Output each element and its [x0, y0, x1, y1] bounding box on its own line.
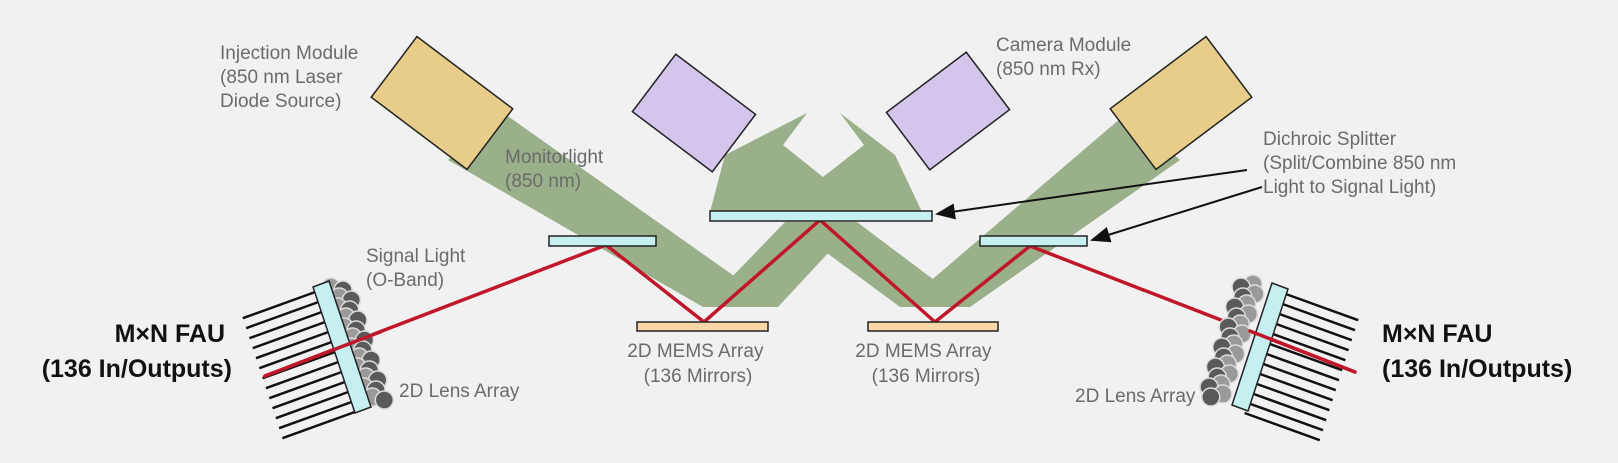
fau-left-title: M×N FAU (136 In/Outputs): [42, 320, 232, 383]
camera-label: Camera Module (850 nm Rx): [996, 35, 1136, 80]
camera-beam-fan: [710, 113, 922, 212]
mems-array-left: [636, 321, 769, 332]
dichroic-splitter-left: [548, 235, 657, 247]
fiber-line: [1269, 331, 1346, 362]
fiber-line: [255, 329, 332, 360]
dichroic-splitter-center: [709, 210, 933, 222]
fiber-line: [1266, 341, 1343, 372]
fiber-line: [1260, 361, 1337, 392]
mems-left-label: 2D MEMS Array (136 Mirrors): [627, 341, 768, 387]
dichroic-splitter-right: [979, 235, 1088, 247]
lens-array-left-label: 2D Lens Array: [399, 381, 520, 402]
fiber-line: [245, 299, 322, 330]
arrow-to-right-splitter: [1090, 186, 1263, 243]
mems-right-label: 2D MEMS Array (136 Mirrors): [855, 341, 996, 387]
fiber-line: [1272, 321, 1350, 352]
signal-end-right: [1248, 329, 1357, 374]
fiber-line: [1282, 291, 1359, 322]
fiber-line: [1276, 311, 1353, 342]
signal-end-left: [263, 330, 382, 378]
camera-module-left: [631, 53, 757, 173]
fiber-line: [242, 289, 319, 320]
fiber-line: [265, 359, 342, 390]
fiber-line: [1247, 401, 1324, 432]
fau-plate-right: [1231, 282, 1289, 412]
fiber-line: [268, 369, 345, 400]
fiber-line: [1263, 351, 1340, 382]
injection-module-right: [1109, 35, 1253, 171]
fiber-line: [275, 389, 352, 420]
fiber-line: [258, 339, 335, 370]
center-beam-right: [785, 222, 970, 307]
fiber-line: [1253, 381, 1330, 412]
fiber-line: [248, 309, 326, 340]
lens-array-right: [1199, 274, 1265, 407]
lens-sphere: [1201, 387, 1221, 407]
fiber-line: [281, 409, 359, 440]
dichroic-splitter-label: Dichroic Splitter (Split/Combine 850 nm …: [1263, 129, 1462, 198]
fiber-line: [1250, 391, 1327, 422]
injection-label: Injection Module (850 nm Laser Diode Sou…: [220, 43, 364, 112]
monitor-beams: [448, 112, 1180, 307]
lens-array-right-label: 2D Lens Array: [1075, 386, 1196, 407]
fiber-line: [252, 319, 329, 350]
fau-right-title: M×N FAU (136 In/Outputs): [1382, 320, 1572, 383]
fiber-line: [1244, 411, 1321, 442]
fiber-line: [1279, 301, 1356, 332]
camera-module-right: [885, 51, 1011, 171]
fiber-line: [1256, 371, 1334, 402]
lens-sphere: [374, 390, 395, 410]
right-injection-beam: [900, 112, 1180, 307]
fau-left: [242, 277, 395, 440]
left-injection-beam: [448, 112, 778, 307]
signal-light-label: Signal Light (O-Band): [366, 246, 471, 291]
arrow-to-center-splitter: [935, 169, 1248, 220]
mems-array-right: [867, 321, 999, 332]
fiber-line: [272, 379, 349, 410]
fau-right: [1199, 274, 1359, 442]
fiber-line: [278, 399, 355, 430]
monitor-light-label: Monitorlight (850 nm): [505, 147, 609, 192]
injection-module-left: [370, 35, 514, 171]
